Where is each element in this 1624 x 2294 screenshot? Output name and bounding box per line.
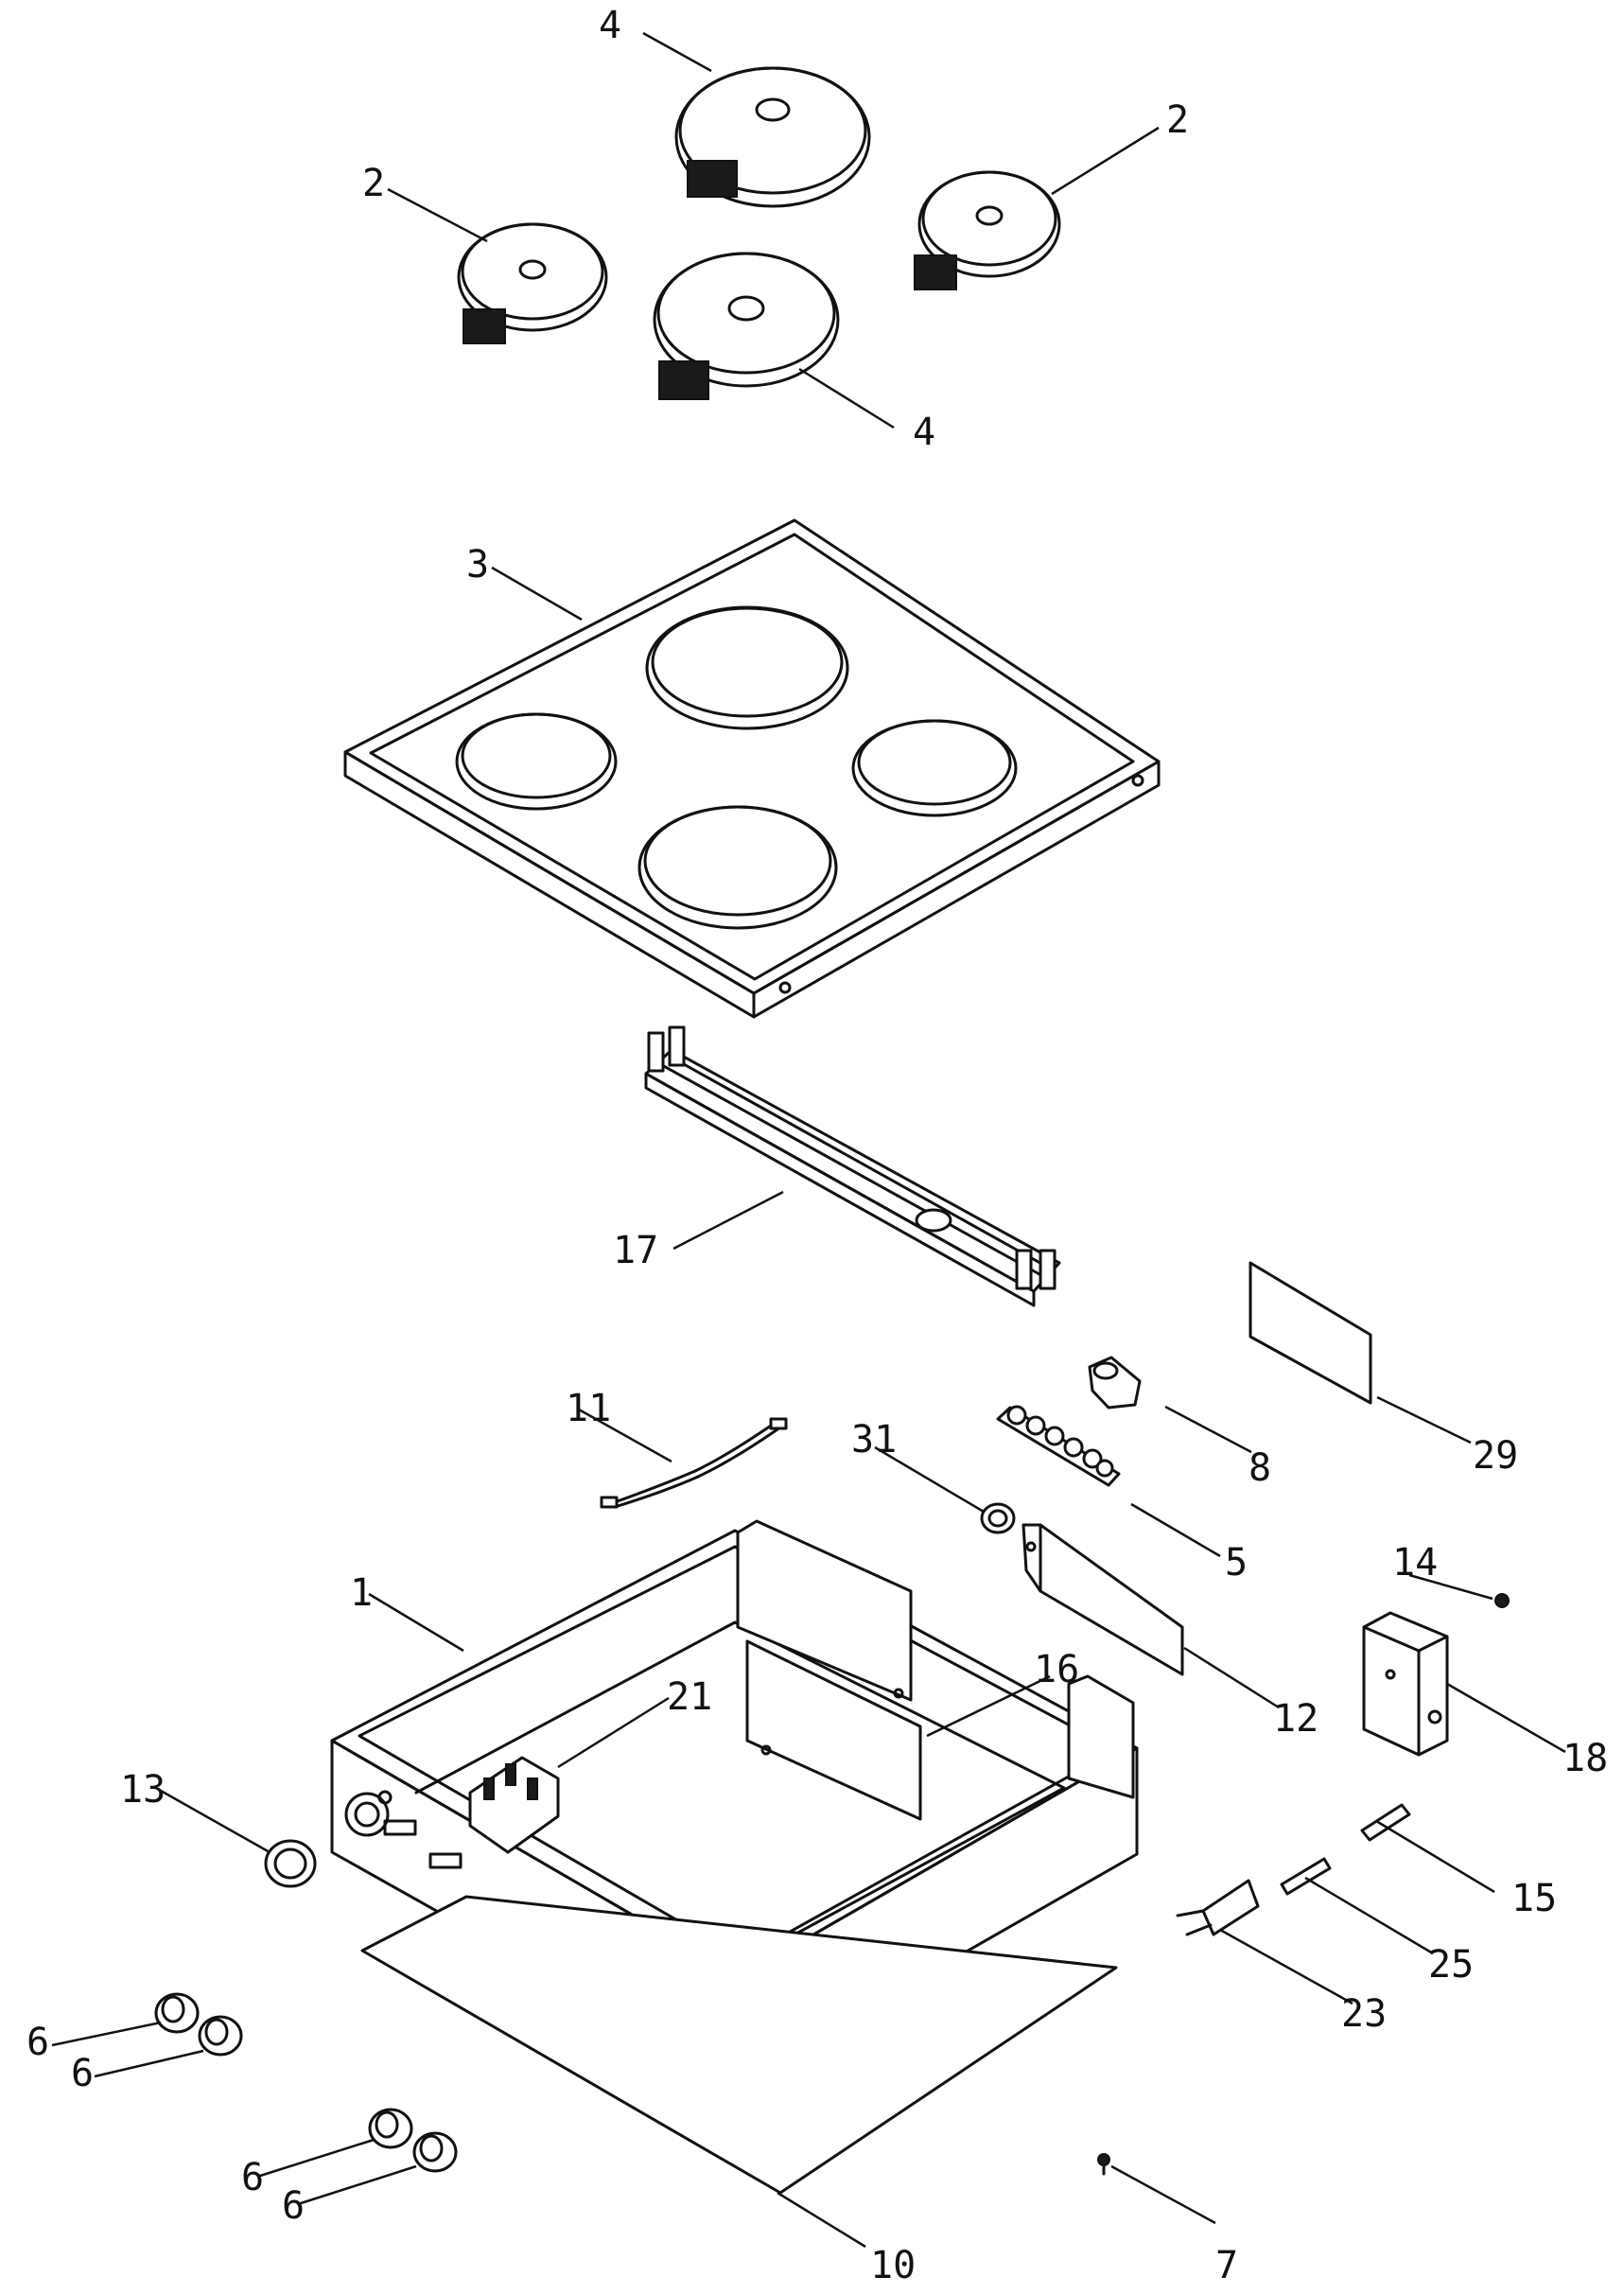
hob-top-frame [343,518,1161,1019]
indicator-lens [1088,1356,1142,1410]
callout-16: 16 [1034,1648,1079,1691]
lamp-holder-23 [1176,1879,1260,1936]
callout-labels: 4 2 2 4 3 17 29 8 11 31 5 14 1 16 21 12 … [26,4,1608,2287]
leader-lines [51,31,1566,2249]
callout-17: 17 [613,1229,658,1272]
hotplate-small-right [914,170,1061,290]
callout-2-right: 2 [1166,98,1189,142]
callout-13: 13 [120,1768,166,1812]
control-knob-1 [154,1992,200,2034]
callout-5: 5 [1225,1541,1248,1585]
callout-6-b: 6 [71,2052,94,2095]
callout-6-d: 6 [282,2184,305,2228]
callout-14: 14 [1392,1541,1438,1585]
callout-6-a: 6 [26,2021,49,2064]
cross-bar [644,1025,1061,1307]
callout-15: 15 [1511,1877,1557,1920]
callout-4-top: 4 [599,4,621,47]
grommet [980,1502,1016,1534]
hotplate-large-rear [674,66,871,208]
callout-3: 3 [466,543,489,587]
rating-label [1249,1261,1372,1405]
callout-8: 8 [1249,1446,1271,1490]
foot-screw [1097,2153,1110,2176]
callout-18: 18 [1563,1737,1608,1780]
hotplate-small-left [457,222,608,344]
callout-11: 11 [566,1387,611,1430]
junction-box [1362,1611,1449,1757]
callout-7: 7 [1215,2244,1238,2287]
callout-1: 1 [350,1571,373,1615]
chassis-box [330,1519,1139,2083]
callout-29: 29 [1473,1434,1518,1478]
callout-4-bottom: 4 [913,411,935,454]
screw [1494,1593,1510,1608]
callout-21: 21 [667,1675,712,1719]
callout-2-left: 2 [362,162,385,205]
control-knob-3 [368,2108,413,2149]
callout-6-c: 6 [241,2156,264,2199]
mounting-bracket [1022,1523,1184,1676]
callout-23: 23 [1341,1992,1387,2036]
callout-31: 31 [851,1418,897,1462]
control-knob-4 [412,2131,458,2173]
callout-10: 10 [870,2244,916,2287]
hotplate-large-front [653,252,840,400]
control-knob-2 [198,2015,243,2057]
terminal-block [996,1405,1121,1487]
callout-12: 12 [1273,1697,1318,1741]
pin-15 [1360,1803,1411,1842]
selector-switch [468,1756,560,1854]
base-plate [360,1895,1118,2195]
callout-25: 25 [1428,1943,1474,1987]
fuse-25 [1280,1857,1332,1896]
control-socket [264,1839,317,1888]
link-wire [600,1417,788,1509]
